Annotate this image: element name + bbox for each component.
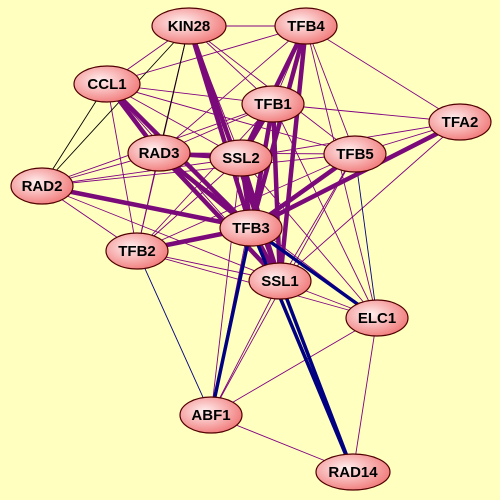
node-elc1[interactable]: ELC1 [345,299,409,337]
node-label: RAD2 [22,178,63,195]
edge-thin-tfb4-elc1 [305,25,378,319]
node-shape [345,299,409,337]
edge-thin-tfb4-rad3 [158,25,307,154]
node-tfa2[interactable]: TFA2 [428,103,492,141]
node-shape [274,7,338,45]
node-tfb4[interactable]: TFB4 [274,7,338,45]
node-shape [428,103,492,141]
edge-strong-tfa2-tfb3 [249,119,462,231]
node-label: TFB5 [336,146,374,163]
edge-strong-tfb4-ssl1 [277,25,309,282]
node-label: TFB1 [254,96,292,113]
node-tfb3[interactable]: TFB3 [219,209,283,247]
edge-blue-tfb2-abf1 [136,250,212,416]
edge-blue-strong-tfb3-elc1 [249,226,379,320]
node-label: SSL2 [222,150,260,167]
node-label: TFB3 [232,220,270,237]
node-label: SSL1 [261,273,299,290]
edge-black-kin28-rad3 [158,25,190,154]
edge-strong-rad3-ssl1 [157,151,282,283]
node-label: TFA2 [442,114,479,131]
node-shape [241,85,305,123]
edge-thin-ssl2-rad2 [41,157,242,187]
node-ccl1[interactable]: CCL1 [73,65,141,103]
edge-blue-strong-ssl1-rad14 [278,280,355,473]
edge-thin-ccl1-tfb2 [106,83,138,252]
node-shape [127,134,191,172]
node-shape [105,232,169,270]
node-abf1[interactable]: ABF1 [179,396,243,434]
edge-thin-tfb4-tfb5 [305,25,356,155]
edge-thin-tfb1-tfb2 [136,103,274,252]
edge-blue-strong-tfb3-abf1 [209,227,253,416]
node-ssl1[interactable]: SSL1 [248,262,312,300]
edge-strong-rad2-tfb3 [41,183,252,231]
edge-thin-rad2-ssl1 [41,185,281,282]
node-tfb1[interactable]: TFB1 [241,85,305,123]
node-label: KIN28 [168,18,211,35]
edge-thin-tfb1-elc1 [272,103,378,319]
node-shape [209,139,273,177]
edge-thin-tfb4-ccl1 [106,25,307,85]
edge-black-kin28-rad2 [41,25,190,187]
node-label: TFB4 [287,18,325,35]
edge-thin-ssl1-abf1 [210,280,281,416]
node-shape [248,262,312,300]
edge-strong-kin28-tfb3 [186,25,254,229]
edge-thin-tfa2-ssl1 [279,121,461,282]
node-kin28[interactable]: KIN28 [151,7,227,45]
node-shape [219,209,283,247]
edge-thin-ssl2-abf1 [210,157,242,416]
edge-thin-elc1-rad14 [352,317,378,473]
edge-blue-tfb5-elc1 [354,153,378,319]
edge-thin-tfb4-tfa2 [305,25,461,123]
node-tfb2[interactable]: TFB2 [105,232,169,270]
node-shape [10,167,74,205]
node-label: RAD14 [328,464,378,481]
node-rad2[interactable]: RAD2 [10,167,74,205]
node-label: ELC1 [358,310,396,327]
node-shape [323,135,387,173]
node-shape [315,453,391,491]
node-label: RAD3 [139,145,180,162]
edge-strong-tfb4-tfb3 [248,25,309,229]
node-tfb5[interactable]: TFB5 [323,135,387,173]
node-rad14[interactable]: RAD14 [315,453,391,491]
node-label: ABF1 [191,407,230,424]
node-shape [73,65,141,103]
node-shape [179,396,243,434]
edge-thin-elc1-abf1 [210,317,378,416]
node-shape [151,7,227,45]
edge-strong-tfb1-ssl1 [270,103,283,282]
node-label: TFB2 [118,243,156,260]
node-label: CCL1 [87,76,126,93]
node-rad3[interactable]: RAD3 [127,134,191,172]
edge-thin-tfb5-rad2 [41,153,356,187]
node-ssl2[interactable]: SSL2 [209,139,273,177]
edge-thin-tfb5-ssl1 [279,153,356,282]
